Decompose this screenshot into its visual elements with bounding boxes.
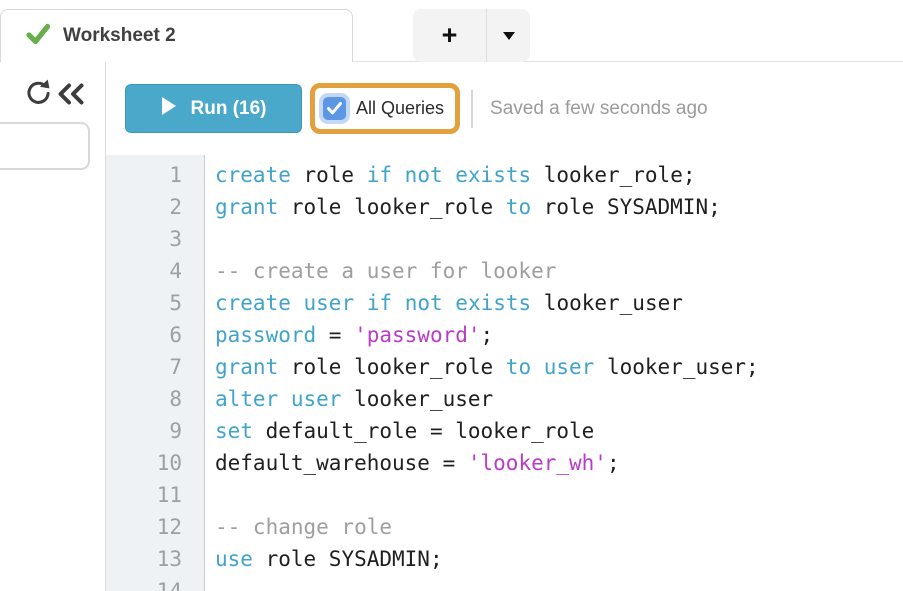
new-worksheet-button[interactable]: +	[441, 20, 458, 50]
code-line[interactable]: grant role looker_role to role SYSADMIN;	[215, 195, 721, 219]
run-button[interactable]: Run (16)	[125, 84, 302, 133]
all-queries-checkbox[interactable]	[323, 97, 346, 120]
main-panel: Run (16) All Queries Saved a few seconds…	[106, 62, 903, 591]
code-line[interactable]: -- create a user for looker	[215, 259, 557, 283]
sidebar	[0, 62, 106, 591]
tab-strip: Worksheet 2 +	[0, 0, 903, 62]
code-line[interactable]	[215, 223, 903, 255]
code-line[interactable]: create role if not exists looker_role;	[215, 163, 696, 187]
line-number: 4	[169, 259, 182, 283]
green-checkmark-icon	[26, 23, 51, 50]
code-line[interactable]: create user if not exists looker_user	[215, 291, 683, 315]
caret-down-icon	[502, 31, 515, 40]
code-line[interactable]	[215, 479, 903, 511]
run-button-label: Run (16)	[190, 97, 267, 119]
worksheet-menu-button[interactable]	[487, 9, 530, 62]
saved-status: Saved a few seconds ago	[490, 97, 708, 119]
tab-actions-group: +	[413, 9, 530, 62]
line-number: 13	[156, 547, 182, 571]
play-icon	[161, 97, 176, 120]
code-line[interactable]: -- change role	[215, 515, 393, 539]
code-line[interactable]: alter user looker_user	[215, 387, 494, 411]
worksheet-tab[interactable]: Worksheet 2	[0, 9, 353, 62]
editor-toolbar: Run (16) All Queries Saved a few seconds…	[106, 62, 903, 155]
checkmark-icon	[327, 102, 342, 115]
refresh-button[interactable]	[25, 79, 52, 112]
line-number: 11	[156, 483, 182, 507]
refresh-icon	[27, 79, 50, 104]
line-number: 5	[169, 291, 182, 315]
worksheet-tab-title: Worksheet 2	[63, 25, 176, 46]
collapse-sidebar-button[interactable]	[57, 83, 85, 110]
line-number: 3	[169, 227, 182, 251]
body-row: Run (16) All Queries Saved a few seconds…	[0, 62, 903, 591]
code-line[interactable]: use role SYSADMIN;	[215, 547, 443, 571]
line-number: 6	[169, 323, 182, 347]
line-number: 2	[169, 195, 182, 219]
line-number: 9	[169, 419, 182, 443]
line-number: 12	[156, 515, 182, 539]
line-number: 1	[169, 163, 182, 187]
double-chevron-left-icon	[58, 83, 84, 105]
line-number: 10	[156, 451, 182, 475]
code-line[interactable]	[215, 575, 903, 591]
sidebar-search-box[interactable]	[0, 122, 90, 170]
code-line[interactable]: grant role looker_role to user looker_us…	[215, 355, 759, 379]
line-number: 8	[169, 387, 182, 411]
code-line[interactable]: set default_role = looker_role	[215, 419, 595, 443]
sql-code-area[interactable]: create role if not exists looker_role;gr…	[205, 155, 903, 591]
line-number: 14	[156, 579, 182, 591]
code-line[interactable]: default_warehouse = 'looker_wh';	[215, 451, 620, 475]
code-line[interactable]: password = 'password';	[215, 323, 494, 347]
all-queries-label[interactable]: All Queries	[356, 98, 445, 118]
all-queries-annotation-ring: All Queries	[310, 83, 461, 134]
tab-actions-divider	[486, 9, 487, 62]
line-number: 7	[169, 355, 182, 379]
tab-strip-divider	[352, 61, 903, 62]
toolbar-divider	[471, 89, 474, 128]
